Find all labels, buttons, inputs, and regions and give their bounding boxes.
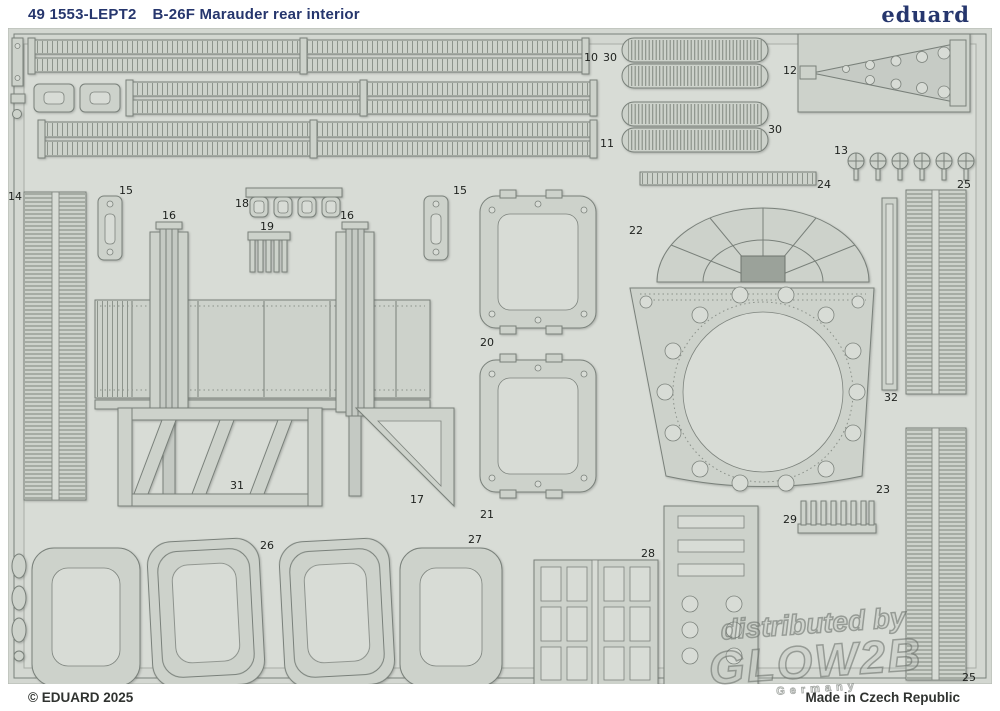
part-32-strip — [881, 197, 898, 391]
part-label-27: 27 — [468, 533, 482, 546]
part-22-semicircle-bulkhead — [656, 207, 870, 283]
part-label-11: 11 — [600, 137, 614, 150]
part-16-frame-right — [335, 221, 375, 497]
part-label-30: 30 — [603, 51, 617, 64]
part-19-comb — [247, 231, 291, 273]
part-25-ammo-belt-bottom — [905, 427, 967, 681]
part-label-13: 13 — [834, 144, 848, 157]
part-label-19: 19 — [260, 220, 274, 233]
part-21-frame — [479, 353, 597, 499]
part-label-18: 18 — [235, 197, 249, 210]
part-window-frame-1 — [31, 547, 141, 684]
part-label-12: 12 — [783, 64, 797, 77]
part-28-ladder — [663, 505, 759, 684]
part-label-24: 24 — [817, 178, 831, 191]
sheet-title: 49 1553-LEPT2 B-26F Marauder rear interio… — [28, 6, 360, 23]
catalog-number: 49 1553-LEPT2 — [28, 5, 137, 23]
part-label-14: 14 — [8, 190, 22, 203]
made-in-text: Made in Czech Republic — [805, 690, 960, 705]
part-28-grid-panels — [533, 559, 659, 684]
part-15-bracket-left — [97, 195, 123, 261]
part-label-16: 16 — [162, 209, 176, 222]
part-14-ammo-belt — [23, 191, 87, 501]
part-label-25: 25 — [957, 178, 971, 191]
part-18-loop-strip — [245, 187, 343, 218]
part-label-10: 10 — [584, 51, 598, 64]
part-edge-strip-topleft — [10, 37, 26, 119]
photo-etch-fret-sheet: 10 30 11 30 12 13 24 25 14 15 18 16 19 16 15 22 20 21 32 23… — [8, 28, 992, 684]
part-30-coil-springs-upper — [621, 37, 769, 89]
part-central-floor-plate — [94, 299, 431, 410]
part-small-clips — [33, 83, 121, 113]
part-label-20: 20 — [480, 336, 494, 349]
part-31-truss — [117, 407, 323, 507]
part-label-15: 15 — [453, 184, 467, 197]
header: 49 1553-LEPT2 B-26F Marauder rear interio… — [0, 0, 1000, 28]
part-13-handwheels — [847, 152, 975, 181]
part-label-30: 30 — [768, 123, 782, 136]
part-23-turret-bulkhead — [629, 286, 875, 492]
part-11-floor-rail — [37, 119, 598, 159]
part-label-28: 28 — [641, 547, 655, 560]
part-26-window-frame — [146, 537, 266, 684]
product-title: B-26F Marauder rear interior — [152, 5, 360, 23]
part-24-strip — [639, 171, 817, 186]
part-27-window-frame — [399, 547, 503, 684]
part-label-17: 17 — [410, 493, 424, 506]
part-label-32: 32 — [884, 391, 898, 404]
part-17-truss-triangle — [354, 407, 455, 508]
part-25-ammo-belt-top — [905, 189, 967, 395]
part-label-26: 26 — [260, 539, 274, 552]
part-15-bracket-right — [423, 195, 449, 261]
part-12-cone-bracket — [797, 33, 971, 113]
part-10-floor-rail — [27, 37, 590, 75]
part-label-21: 21 — [480, 508, 494, 521]
part-label-16: 16 — [340, 209, 354, 222]
part-label-31: 31 — [230, 479, 244, 492]
eduard-logo: eduard — [881, 1, 970, 27]
part-window-frame-3 — [278, 537, 396, 684]
footer: © EDUARD 2025 Made in Czech Republic — [0, 684, 1000, 711]
part-29-comb — [797, 500, 877, 534]
part-label-29: 29 — [783, 513, 797, 526]
part-label-23: 23 — [876, 483, 890, 496]
part-label-22: 22 — [629, 224, 643, 237]
copyright-text: © EDUARD 2025 — [28, 690, 134, 705]
part-teardrops-left-edge — [11, 553, 27, 662]
part-20-frame — [479, 189, 597, 335]
part-label-25: 25 — [962, 671, 976, 684]
part-30-coil-springs-lower — [621, 101, 769, 153]
fret-frame-outer — [13, 33, 987, 679]
part-floor-rail-middle — [125, 79, 598, 117]
part-number-labels: 10 30 11 30 12 13 24 25 14 15 18 16 19 16 15 22 20 21 32 23… — [8, 51, 976, 684]
part-label-15: 15 — [119, 184, 133, 197]
